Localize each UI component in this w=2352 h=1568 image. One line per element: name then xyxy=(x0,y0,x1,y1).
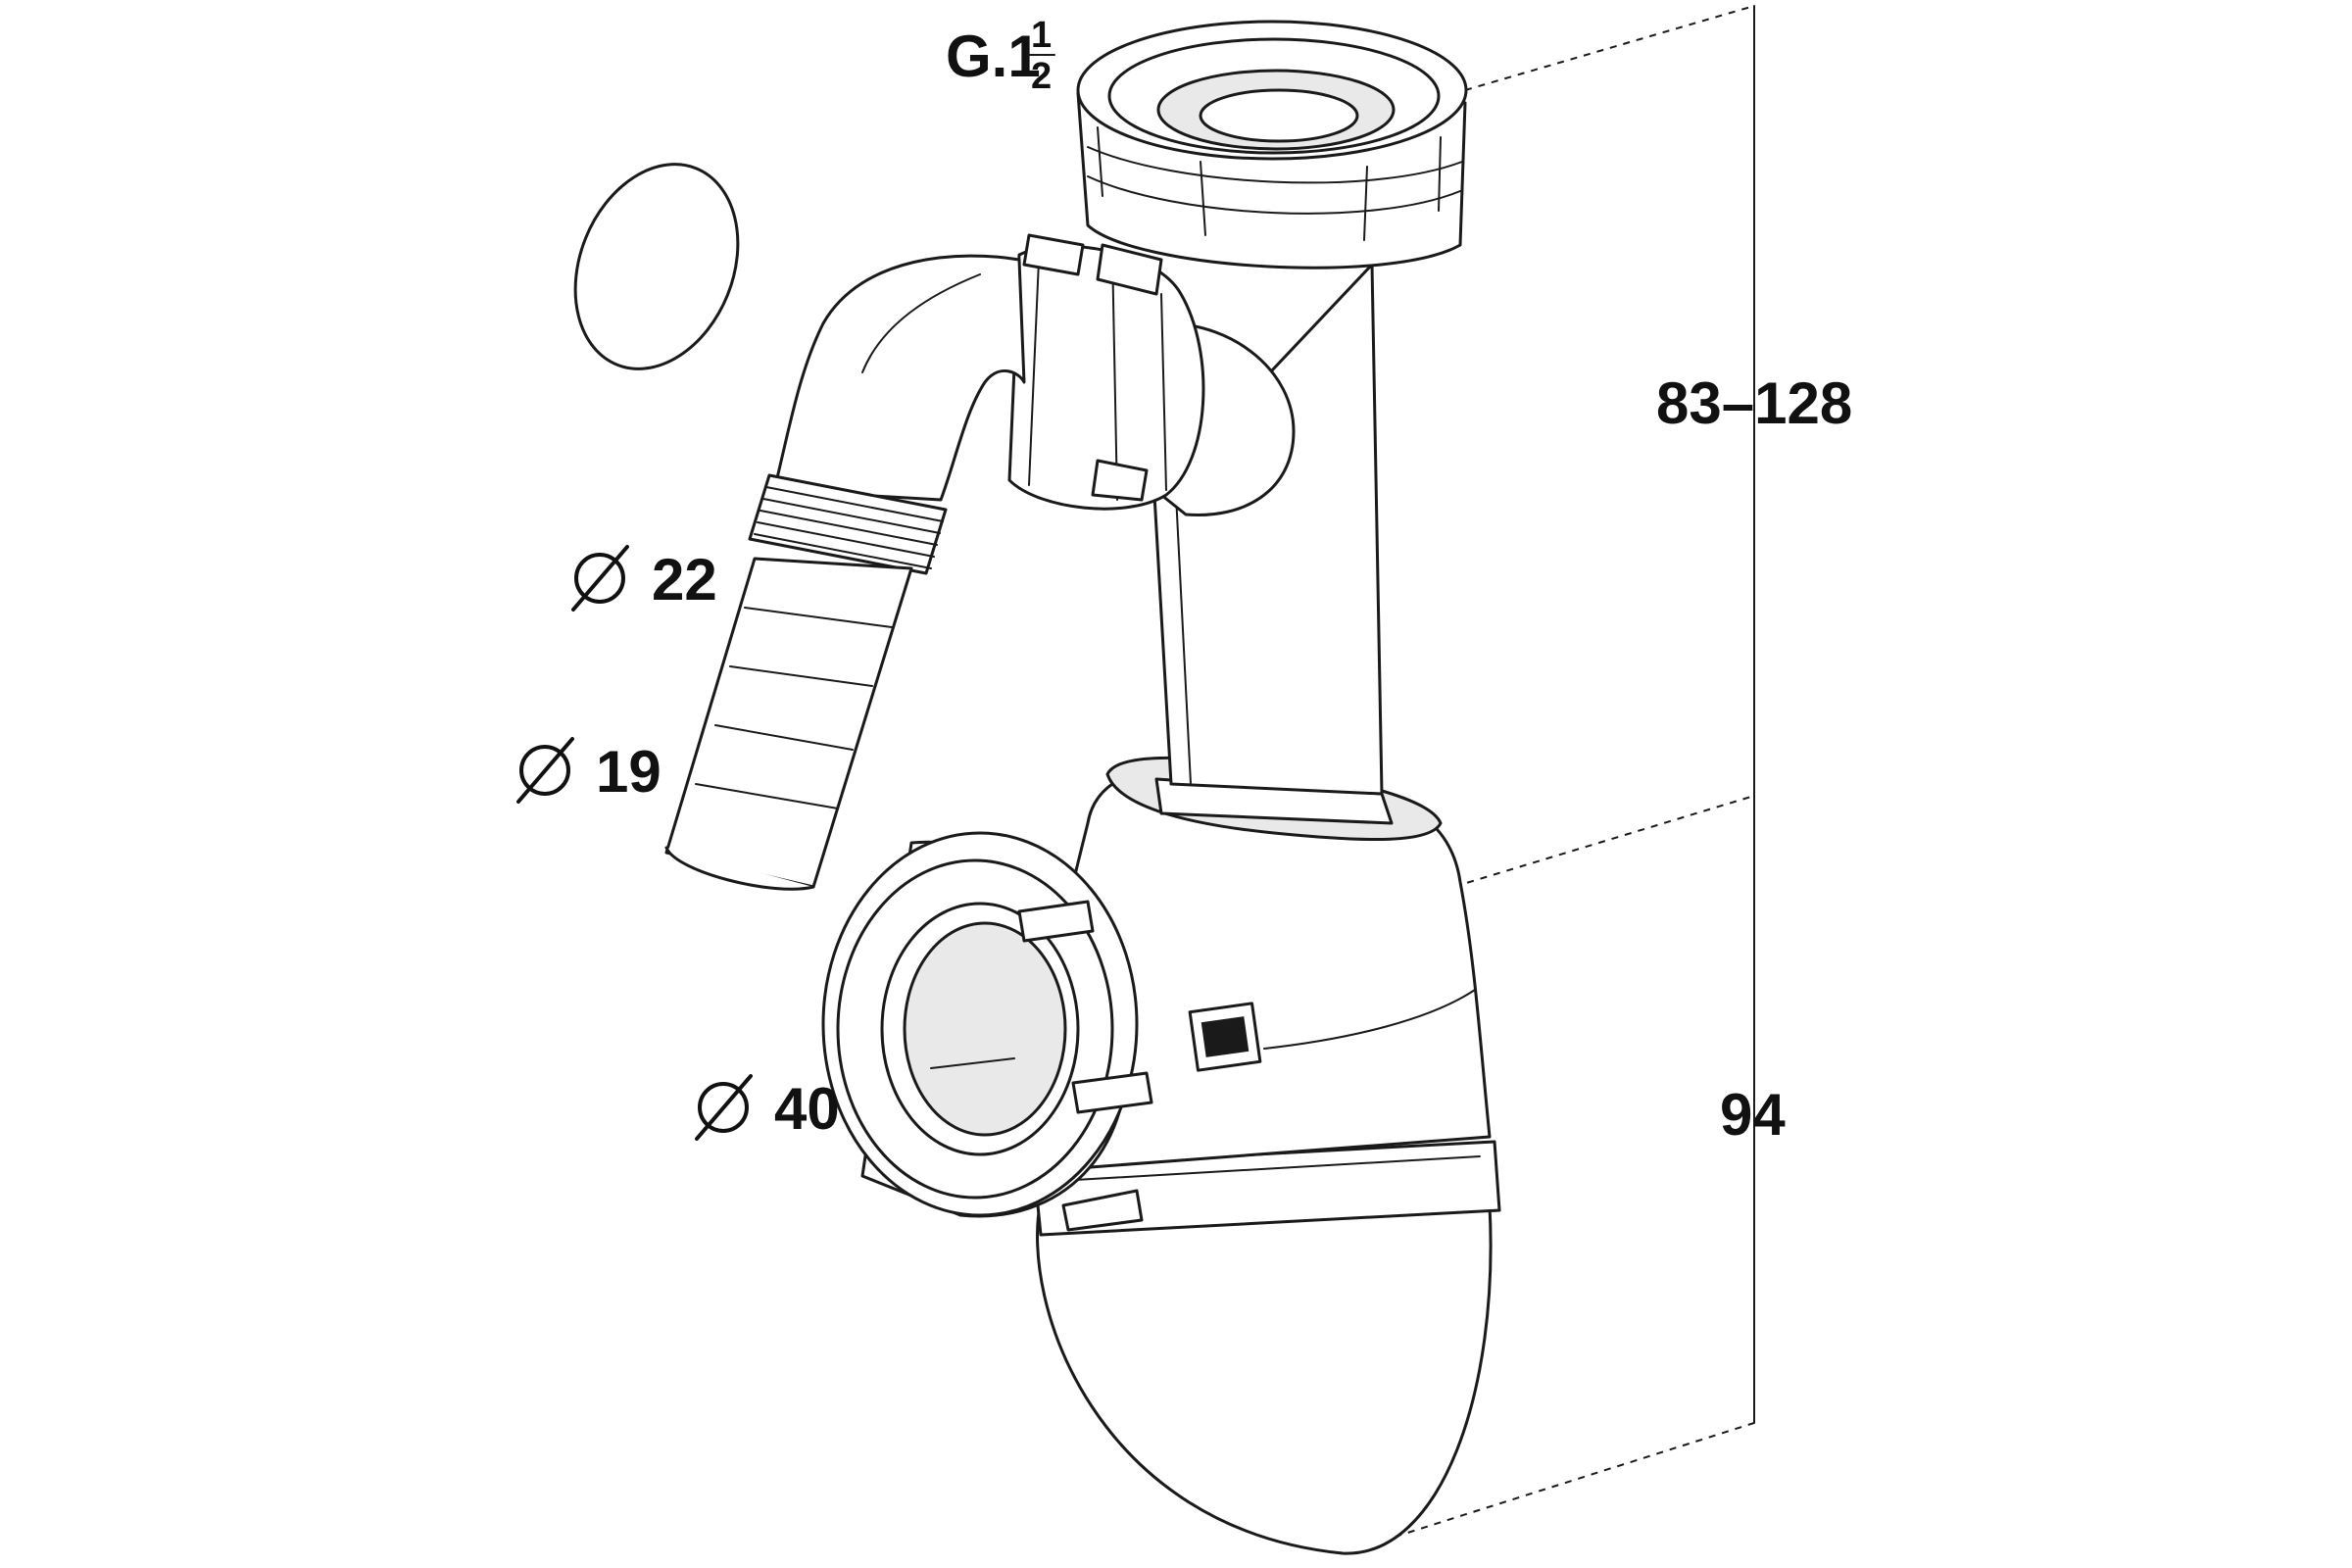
diameter-icon xyxy=(516,737,574,804)
diameter-40-label: 40 xyxy=(695,1074,840,1142)
thread-denominator-text: 2 xyxy=(1031,56,1052,97)
dimension-lines xyxy=(967,5,1755,1554)
inlet-nut xyxy=(1076,20,1468,270)
side-connector-housing xyxy=(1007,233,1296,517)
hose-nozzle xyxy=(664,557,913,891)
outlet-nut xyxy=(821,831,1262,1232)
diameter-icon xyxy=(571,545,629,612)
thread-label: G.1 1 2 xyxy=(946,15,1055,97)
diameter-22-text: 22 xyxy=(652,547,717,612)
hose-thread xyxy=(748,473,948,575)
diameter-40-text: 40 xyxy=(774,1076,840,1142)
thread-prefix-text: G.1 xyxy=(946,24,1041,89)
height-adjustable-text: 83–128 xyxy=(1656,370,1852,436)
diameter-19-label: 19 xyxy=(516,737,662,805)
height-fixed-text: 94 xyxy=(1720,1082,1786,1148)
hose-elbow xyxy=(772,254,1026,502)
vertical-pipe xyxy=(1152,263,1384,796)
bottle-cup xyxy=(1032,1140,1501,1555)
thread-numerator-text: 1 xyxy=(1031,15,1052,56)
cap-disc xyxy=(573,163,740,370)
diameter-19-text: 19 xyxy=(596,739,662,805)
diameter-icon xyxy=(695,1074,753,1141)
diameter-22-label: 22 xyxy=(571,545,717,612)
